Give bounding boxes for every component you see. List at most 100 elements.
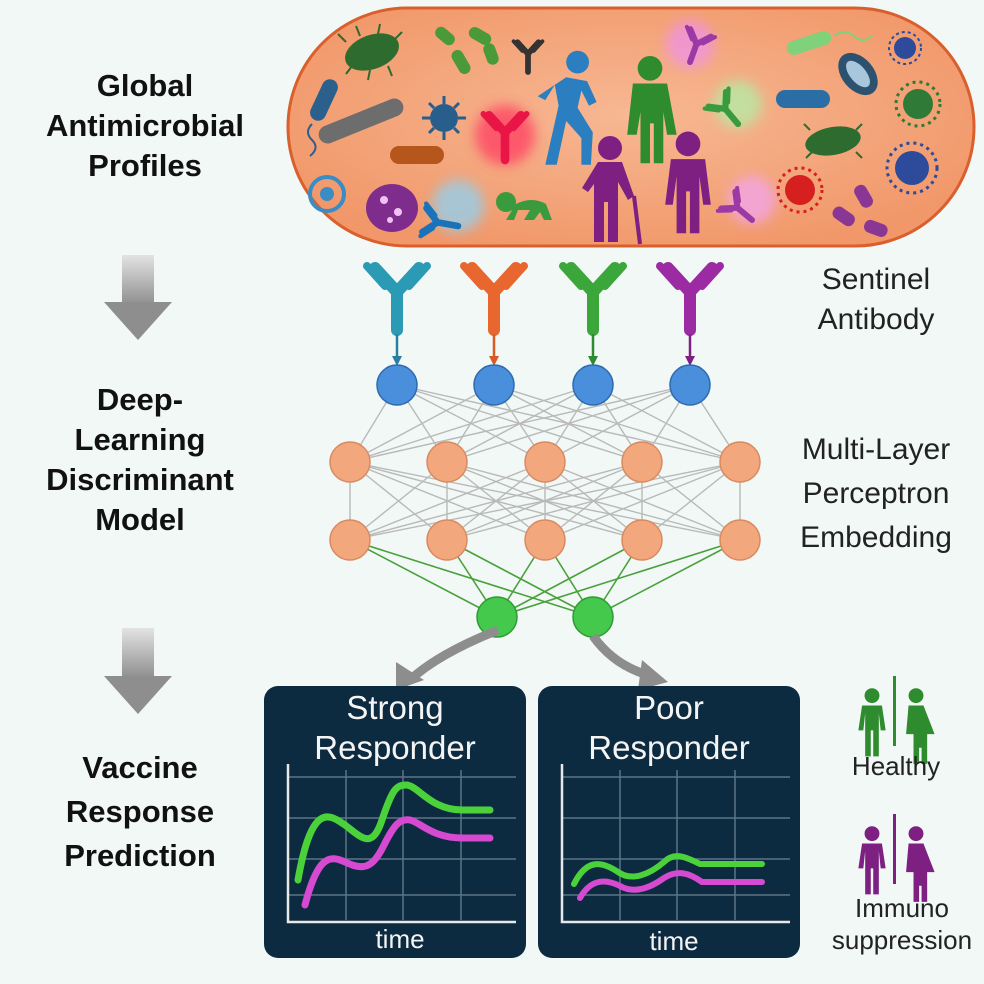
hidden-node: [426, 519, 468, 561]
person-icon: [537, 50, 597, 165]
poor-time-label: time: [649, 926, 699, 956]
stage-label-line: Response: [65, 794, 215, 829]
network-edge: [446, 384, 691, 463]
virus-icon: [885, 141, 939, 195]
person-icon: [496, 192, 552, 220]
person-icon: [858, 688, 886, 757]
input-node: [669, 364, 711, 406]
virus-icon: [308, 175, 346, 213]
panel-title-line: Strong: [346, 689, 444, 726]
antibody-icon: [367, 266, 427, 330]
stage-label-line: Prediction: [64, 838, 216, 873]
network-edge: [349, 461, 741, 541]
healthy-curve: [571, 853, 765, 887]
output-node: [476, 596, 518, 638]
bacterium-icon: [786, 31, 873, 55]
stage-label-line: Vaccine: [82, 750, 198, 785]
network-edge: [496, 539, 643, 618]
stage-label-prediction: Vaccine Response Prediction: [25, 746, 255, 878]
healthy-curve: [294, 781, 494, 884]
stage-label-line: Discriminant: [46, 462, 234, 497]
antibody-icon: [660, 266, 720, 330]
network-edges: [349, 384, 741, 618]
stage-label-model: Deep- Learning Discriminant Model: [20, 380, 260, 540]
hidden-node: [329, 441, 371, 483]
network-edge: [641, 461, 741, 541]
strong-plot: [286, 764, 516, 924]
person-icon: [627, 55, 677, 164]
network-edge: [349, 384, 495, 463]
bacterium-icon: [390, 146, 444, 164]
hidden-node: [524, 441, 566, 483]
arrow-down-icon: [104, 628, 172, 714]
poor-plot: [560, 764, 790, 924]
bacterium-icon: [776, 90, 830, 108]
bacterium-icon: [337, 23, 403, 81]
virus-icon: [422, 96, 466, 140]
mlp-label: Multi-Layer Perceptron Embedding: [768, 428, 984, 560]
hidden-node: [719, 519, 761, 561]
network-edge: [349, 539, 498, 618]
person-icon: [582, 136, 642, 245]
hidden-node: [329, 519, 371, 561]
bacterium-icon: [318, 98, 404, 144]
network-edge: [544, 461, 741, 541]
antibody-label-line: Antibody: [817, 303, 935, 336]
stage-label-line: Learning: [74, 422, 206, 457]
network-nodes: [329, 364, 761, 638]
output-node: [572, 596, 614, 638]
sentinel-antibodies: [367, 266, 720, 330]
network-edge: [446, 539, 594, 618]
immuno-label: Immuno suppression: [820, 892, 984, 956]
connector-arrows: [392, 334, 695, 366]
input-node: [376, 364, 418, 406]
antibody-icon: [718, 176, 776, 231]
healthy-legend-icons: [858, 676, 935, 764]
mlp-label-line: Embedding: [800, 521, 952, 554]
antibody-icon: [563, 266, 623, 330]
virus-icon: [888, 31, 922, 65]
person-icon: [858, 826, 886, 895]
mlp-label-line: Perceptron: [802, 477, 950, 510]
bacterium-icon: [803, 123, 863, 159]
curved-arrow-icon: [589, 633, 668, 690]
panel-title-line: Responder: [588, 729, 750, 766]
input-node: [473, 364, 515, 406]
person-icon: [906, 688, 935, 764]
network-edge: [592, 539, 741, 618]
immuno-legend-icons: [858, 814, 935, 902]
immuno-curve: [301, 816, 494, 909]
input-node: [572, 364, 614, 406]
immuno-curve: [577, 870, 765, 901]
poor-responder-title: Poor Responder: [538, 688, 800, 768]
antibody-icon: [705, 80, 762, 134]
bacterium-icon: [435, 26, 499, 75]
virus-icon: [894, 80, 942, 128]
strong-time-label: time: [375, 924, 425, 954]
panel-title-line: Poor: [634, 689, 704, 726]
healthy-label: Healthy: [851, 751, 941, 781]
mlp-label-line: Multi-Layer: [801, 433, 951, 466]
antibody-label-line: Sentinel: [821, 263, 931, 296]
antibody-label: Sentinel Antibody: [776, 260, 976, 340]
hidden-node: [621, 441, 663, 483]
network-edge: [544, 384, 691, 463]
bacterium-icon: [307, 79, 338, 157]
network-edge: [349, 384, 594, 463]
network-edge: [349, 461, 643, 541]
network-edge: [349, 384, 691, 463]
network-edge: [496, 539, 741, 618]
panel-title-line: Responder: [314, 729, 476, 766]
stage-label-line: Model: [95, 502, 185, 537]
hidden-node: [524, 519, 566, 561]
network-edge: [349, 461, 546, 541]
stage-label-line: Global: [96, 68, 194, 103]
network-edge: [446, 461, 741, 541]
hidden-node: [621, 519, 663, 561]
antibody-icon: [464, 266, 524, 330]
immuno-label-line: suppression: [831, 925, 973, 955]
antibody-icon: [420, 180, 484, 242]
stage-label-line: Antimicrobial: [45, 108, 245, 143]
